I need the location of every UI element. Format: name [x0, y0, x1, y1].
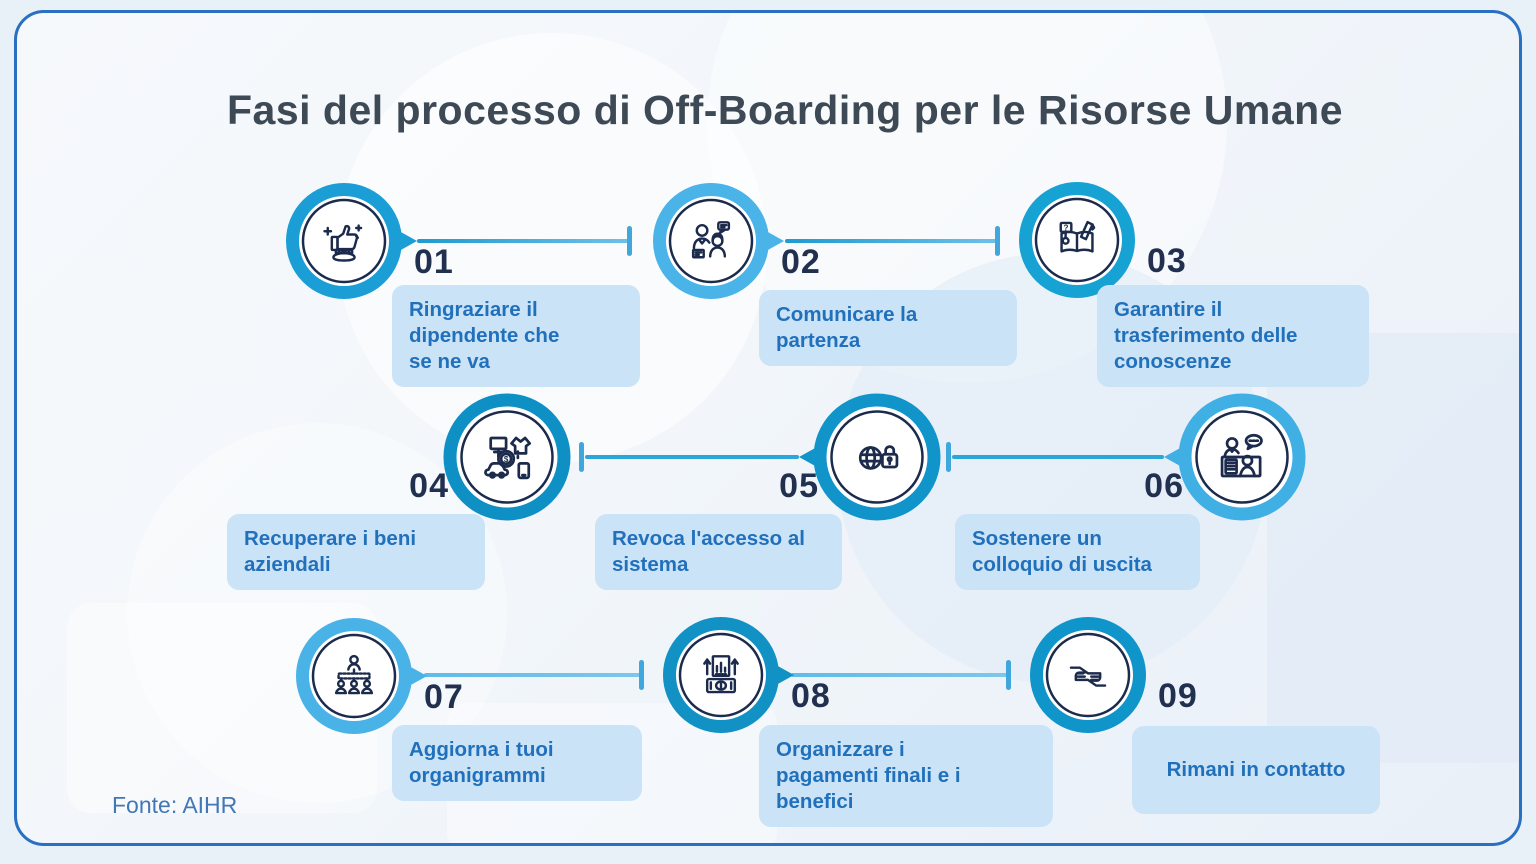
org-chart-icon [296, 618, 412, 734]
connector-endcap [995, 226, 1000, 256]
connector-line-01-02 [417, 239, 629, 243]
step-note: Revoca l'accesso al sistema [595, 514, 842, 591]
thumbs-up-celebration-icon [286, 183, 402, 299]
page-title: Fasi del processo di Off-Boarding per le… [226, 87, 1344, 133]
connector-endcap [639, 660, 644, 690]
step-note: Recuperare i beni aziendali [227, 514, 485, 591]
connector-line-05-06 [952, 455, 1164, 459]
step-note: Sostenere un colloquio di uscita [955, 514, 1200, 591]
knowledge-book-icon: ? [1019, 182, 1135, 298]
employees-chat-icon [653, 183, 769, 299]
svg-text:?: ? [1064, 223, 1069, 232]
connector-endcap [579, 442, 584, 472]
step-note: Garantire il trasferimento delle conosce… [1097, 285, 1369, 388]
globe-lock-icon [813, 393, 941, 521]
step-number: 06 [1144, 467, 1184, 505]
exit-interview-icon [1178, 393, 1306, 521]
step-number: 05 [779, 467, 819, 505]
step-number: 08 [791, 677, 831, 715]
svg-text:$: $ [504, 455, 509, 464]
step-note: Rimani in contatto [1132, 726, 1380, 814]
connector-endcap [946, 442, 951, 472]
step-number: 03 [1147, 242, 1187, 280]
payments-document-icon [663, 617, 779, 733]
company-assets-icon: $ [443, 393, 571, 521]
connector-endcap [1006, 660, 1011, 690]
connector-line-04-05 [585, 455, 799, 459]
step-number: 02 [781, 243, 821, 281]
step-note: Comunicare la partenza [759, 290, 1017, 367]
source-credit: Fonte: AIHR [112, 792, 238, 818]
step-number: 01 [414, 243, 454, 281]
step-note: Organizzare i pagamenti finali e i benef… [759, 725, 1053, 828]
connector-endcap [627, 226, 632, 256]
connector-line-02-03 [785, 239, 997, 243]
step-note: Aggiorna i tuoi organigrammi [392, 725, 642, 802]
step-number: 09 [1158, 677, 1198, 715]
infographic-card: Fasi del processo di Off-Boarding per le… [14, 10, 1522, 846]
handshake-icon [1030, 617, 1146, 733]
connector-line-08-09 [791, 673, 1008, 677]
step-note: Ringraziare il dipendente che se ne va [392, 285, 640, 388]
connector-line-07-08 [424, 673, 641, 677]
step-number: 07 [424, 678, 464, 716]
step-number: 04 [409, 467, 449, 505]
